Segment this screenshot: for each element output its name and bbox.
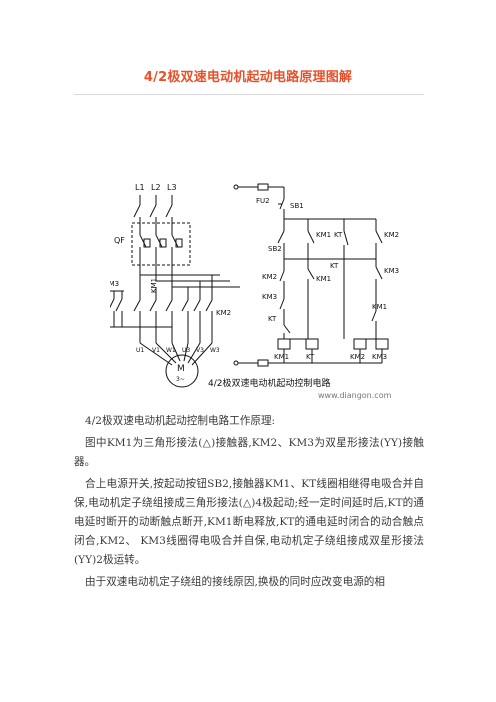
motor-label: M (177, 364, 185, 374)
label-km1-aux: KM1 (372, 303, 387, 311)
label-l3: L3 (167, 183, 177, 192)
label-w1: W1 (166, 347, 176, 354)
label-sb2: SB2 (268, 245, 282, 253)
coil-km1 (277, 338, 291, 350)
label-km3-ctrl: KM3 (384, 267, 399, 275)
label-km3-main: KM3 (110, 280, 119, 288)
coil-kt (305, 338, 319, 350)
label-km1-mid: KM1 (316, 275, 331, 283)
label-km1-hold: KM1 (316, 231, 331, 239)
label-u1: U1 (136, 347, 144, 354)
label-v1: V1 (152, 347, 160, 354)
paragraph-3: 由于双速电动机定子绕组的接线原因,换极的同时应改变电源的相 (85, 576, 385, 588)
label-w3: W3 (210, 347, 220, 354)
label-coil-kt: KT (306, 353, 315, 361)
paragraph-heading: 4/2极双速电动机起动控制电路工作原理: (85, 415, 276, 427)
circuit-diagram: L1 L2 L3 QF KM1 KM3 KM2 (110, 183, 399, 400)
label-km2-main: KM2 (216, 309, 231, 317)
diagram-caption: 4/2极双速电动机起动控制电路 (208, 377, 331, 389)
label-km2-hold: KM2 (384, 231, 399, 239)
page-title: 4/2极双速电动机起动电路原理图解 (143, 70, 353, 85)
motor-phase-label: 3~ (176, 376, 185, 383)
label-coil-km1: KM1 (274, 353, 289, 361)
label-km2-interlock: KM2 (262, 273, 277, 281)
motor-symbol (165, 354, 199, 388)
label-kt-top: KT (334, 231, 343, 239)
paragraph-1: 图中KM1为三角形接法(△)接触器,KM2、KM3为双星形接法(YY)接触器。 (74, 437, 424, 468)
label-kt-delay: KT (268, 315, 277, 323)
title-divider (74, 94, 424, 95)
fuse-fu2 (257, 183, 269, 191)
paragraph-2: 合上电源开关,按起动按钮SB2,接触器KM1、KT线圈相继得电吸合并自保,电动机… (74, 478, 424, 566)
coil-km3 (375, 338, 389, 350)
label-coil-km3: KM3 (372, 353, 387, 361)
label-sb1: SB1 (290, 202, 304, 210)
label-l2: L2 (151, 183, 161, 192)
label-v3: V3 (196, 347, 204, 354)
label-qf: QF (114, 236, 125, 245)
label-km3-interlock: KM3 (262, 293, 277, 301)
label-km1-main: KM1 (150, 278, 158, 293)
label-kt-mid: KT (330, 262, 339, 270)
coil-km2 (353, 338, 367, 350)
main-circuit: L1 L2 L3 QF KM1 KM3 KM2 (110, 183, 240, 388)
label-fu2: FU2 (256, 197, 270, 205)
watermark-text: www.diangon.com (318, 391, 392, 400)
control-circuit: FU2 SB1 SB2 KM1 KT KM2 KT KM3 KM1 (233, 183, 399, 367)
label-coil-km2: KM2 (350, 353, 365, 361)
article-body: 4/2极双速电动机起动控制电路工作原理: 图中KM1为三角形接法(△)接触器,K… (74, 412, 424, 592)
label-l1: L1 (135, 183, 145, 192)
